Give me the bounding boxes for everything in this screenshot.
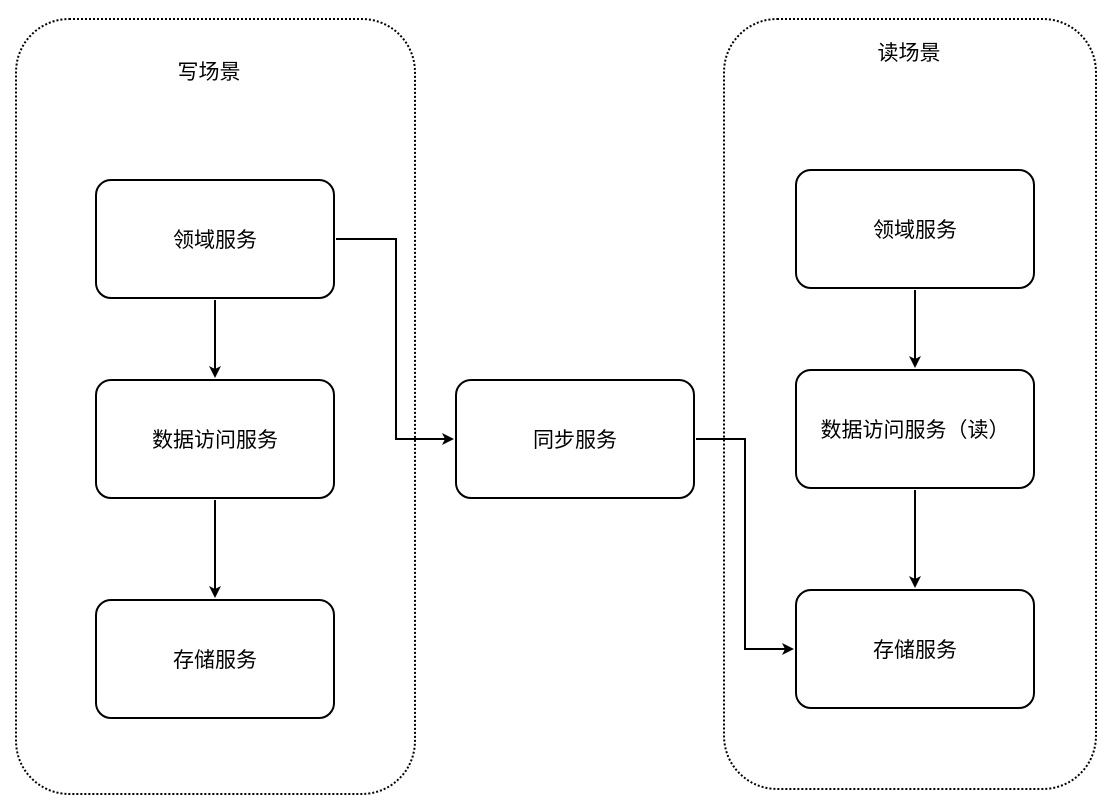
read-scenario-title: 读场景 (877, 41, 941, 65)
write-scenario-group (15, 18, 416, 795)
write-data-access-service-node: 数据访问服务 (95, 379, 335, 499)
edge-sync-to-read-storage (696, 438, 794, 655)
read-storage-service-node: 存储服务 (795, 589, 1035, 709)
edge-write-domain-to-sync (336, 238, 454, 445)
write-storage-service-node: 存储服务 (95, 599, 335, 719)
write-domain-service-node: 领域服务 (95, 179, 335, 299)
read-scenario-group (723, 18, 1097, 790)
read-data-access-service-node: 数据访问服务（读） (795, 369, 1035, 489)
read-domain-service-node: 领域服务 (795, 169, 1035, 289)
write-scenario-title: 写场景 (177, 60, 241, 84)
sync-service-node: 同步服务 (455, 379, 695, 499)
